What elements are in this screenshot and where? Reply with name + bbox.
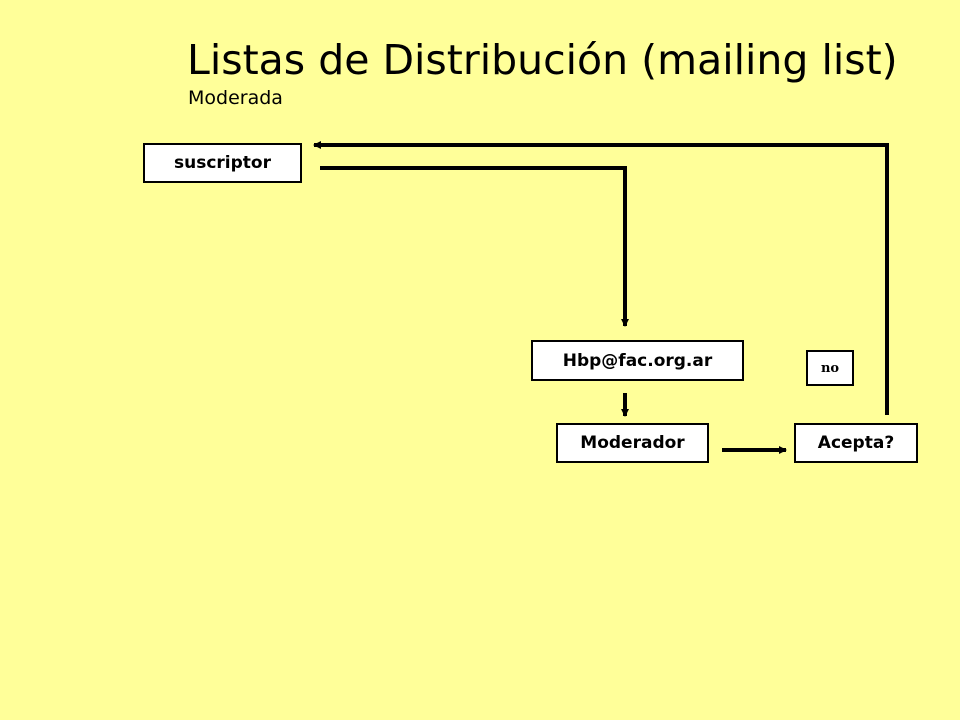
arrow-acepta-back-to-suscriptor xyxy=(313,141,889,415)
node-list-address: Hbp@fac.org.ar xyxy=(531,340,744,381)
arrow-suscriptor-to-address xyxy=(320,166,629,327)
node-moderador: Moderador xyxy=(556,423,709,463)
node-suscriptor: suscriptor xyxy=(143,143,302,183)
node-acepta: Acepta? xyxy=(794,423,918,463)
no-label: no xyxy=(806,350,854,386)
page-title: Listas de Distribución (mailing list) xyxy=(187,36,898,84)
page-subtitle: Moderada xyxy=(188,87,283,109)
